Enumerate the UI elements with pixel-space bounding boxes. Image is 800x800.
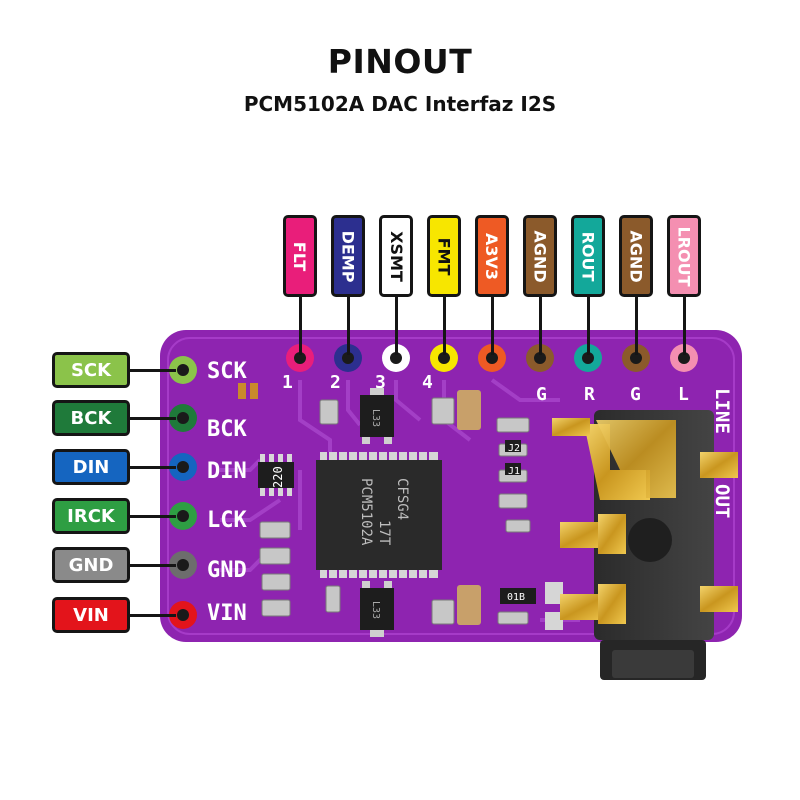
silk-letter-l: L — [678, 384, 689, 405]
resistor-array: 220 — [258, 454, 294, 496]
left-pin-hole-center — [177, 364, 189, 376]
left-pin-leader-line — [130, 368, 176, 372]
left-pin-label-bck: BCK — [52, 400, 130, 436]
left-pin-label-sck: SCK — [52, 352, 130, 388]
top-pin-hole-center — [342, 352, 354, 364]
top-pin-label-6: ROUT — [571, 215, 605, 297]
left-pin-label-gnd: GND — [52, 547, 130, 583]
left-header-holes — [169, 356, 197, 629]
silk-gnd: GND — [207, 558, 247, 583]
top-pin-leader-line — [394, 297, 398, 355]
left-pin-label-vin: VIN — [52, 597, 130, 633]
smd-left — [259, 397, 455, 625]
top-pin-leader-line — [298, 297, 302, 355]
silk-vin: VIN — [207, 601, 247, 626]
top-pin-hole-center — [582, 352, 594, 364]
silk-lck: LCK — [207, 508, 247, 533]
audio-jack-3-5mm — [552, 410, 738, 680]
left-pin-leader-line — [130, 613, 176, 617]
reg-top-label: L33 — [370, 409, 381, 427]
top-pin-label-4: A3V3 — [475, 215, 509, 297]
top-pin-label-5: AGND — [523, 215, 557, 297]
left-pin-hole-center — [177, 412, 189, 424]
silk-bck: BCK — [207, 417, 247, 442]
top-pin-leader-line — [682, 297, 686, 355]
top-pin-label-text: AGND — [626, 229, 646, 283]
top-pin-label-text: LROUT — [674, 225, 694, 287]
title: PINOUT — [327, 42, 473, 81]
top-pin-label-2: XSMT — [379, 215, 413, 297]
regulator-top: L33 — [360, 388, 394, 444]
top-pin-hole-center — [486, 352, 498, 364]
silk-num-4: 4 — [422, 372, 433, 393]
silk-letter-r: R — [584, 384, 595, 405]
top-pin-label-3: FMT — [427, 215, 461, 297]
top-pin-label-1: DEMP — [331, 215, 365, 297]
silk-num-3: 3 — [375, 372, 386, 393]
silk-letter-g1: G — [536, 384, 547, 405]
top-pin-leader-line — [538, 297, 542, 355]
left-pin-hole-center — [177, 609, 189, 621]
top-pin-leader-line — [490, 297, 494, 355]
left-pin-hole-center — [177, 510, 189, 522]
silk-num-2: 2 — [330, 372, 341, 393]
chip-line-3: CFSG4 — [394, 478, 410, 520]
chip-line-1: PCM5102A — [358, 478, 374, 546]
top-pin-hole-center — [294, 352, 306, 364]
silk-out: OUT — [711, 484, 733, 518]
reg-bottom-label: L33 — [370, 601, 381, 619]
top-pin-hole-center — [678, 352, 690, 364]
top-pin-leader-line — [442, 297, 446, 355]
top-pin-hole-center — [438, 352, 450, 364]
top-pin-label-0: FLT — [283, 215, 317, 297]
resistor-label: 220 — [271, 466, 285, 488]
top-header-holes — [286, 344, 698, 372]
top-pin-leader-line — [586, 297, 590, 355]
top-pin-leader-line — [346, 297, 350, 355]
silk-num-1: 1 — [282, 372, 293, 393]
top-pin-label-7: AGND — [619, 215, 653, 297]
silk-sck: SCK — [207, 359, 247, 384]
left-pin-leader-line — [130, 465, 176, 469]
dac-chip: PCM5102A 17T CFSG4 — [316, 452, 442, 578]
silk-line: LINE — [711, 388, 733, 434]
silk-j2: J2 — [508, 443, 520, 454]
top-pin-label-8: LROUT — [667, 215, 701, 297]
silk-j1: J1 — [508, 466, 520, 477]
left-pin-label-din: DIN — [52, 449, 130, 485]
subtitle: PCM5102A DAC Interfaz I2S — [243, 92, 557, 116]
top-pin-hole-center — [390, 352, 402, 364]
top-pin-label-text: ROUT — [578, 231, 598, 281]
left-pin-leader-line — [130, 563, 176, 567]
left-pin-hole-center — [177, 559, 189, 571]
silk-01b: 01B — [507, 592, 525, 603]
top-pin-label-text: A3V3 — [482, 232, 502, 280]
top-pin-label-text: AGND — [530, 229, 550, 283]
silk-letter-g2: G — [630, 384, 641, 405]
top-pin-label-text: DEMP — [338, 230, 358, 282]
left-pin-leader-line — [130, 514, 176, 518]
top-pin-label-text: FLT — [290, 241, 310, 271]
top-pin-label-text: XSMT — [386, 230, 406, 282]
left-pin-hole-center — [177, 461, 189, 473]
tantalum-caps — [457, 390, 481, 625]
regulator-bottom: L33 — [360, 581, 394, 637]
chip-line-2: 17T — [376, 520, 392, 546]
top-pin-label-text: FMT — [434, 237, 454, 275]
left-pin-leader-line — [130, 416, 176, 420]
top-pin-leader-line — [634, 297, 638, 355]
left-pin-label-irck: IRCK — [52, 498, 130, 534]
top-pin-hole-center — [630, 352, 642, 364]
top-pin-hole-center — [534, 352, 546, 364]
silk-din: DIN — [207, 459, 247, 484]
